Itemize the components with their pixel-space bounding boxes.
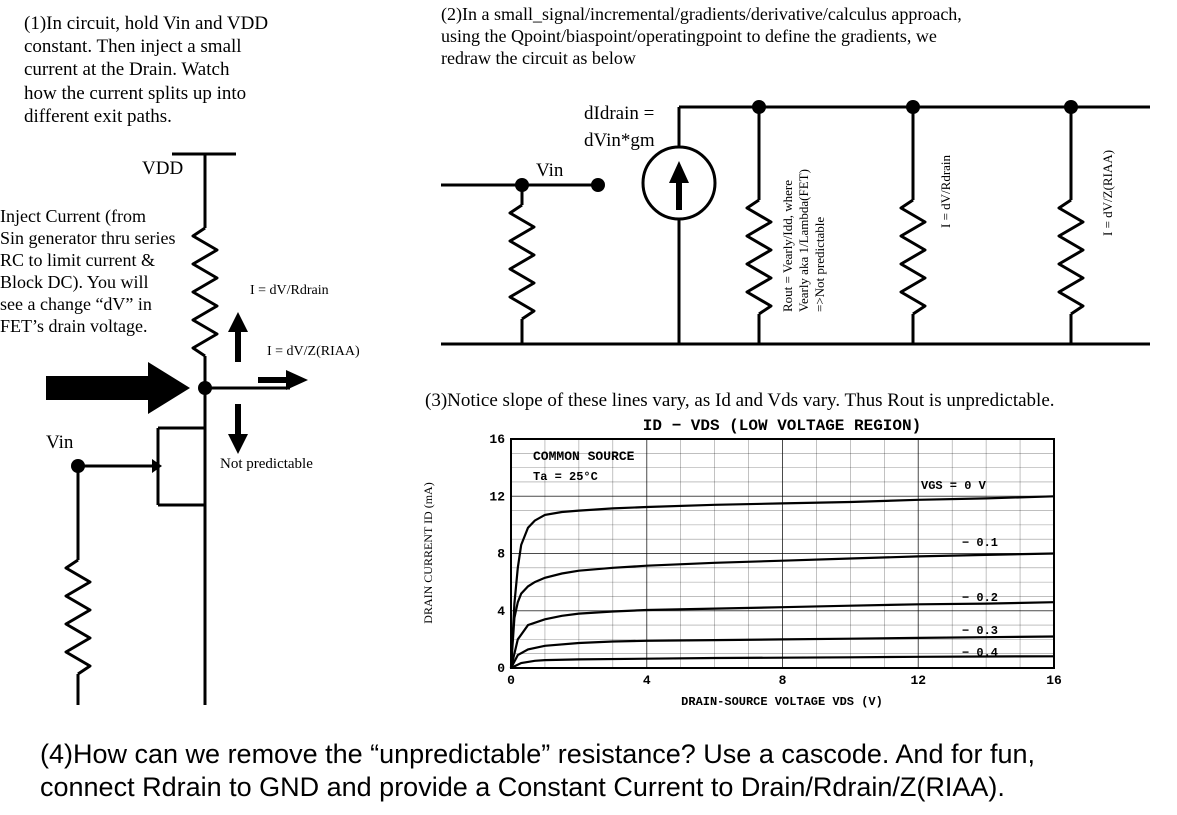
vdd-label: VDD (142, 158, 184, 179)
series-label: − 0.1 (962, 536, 998, 550)
riaa-node-dot (1064, 100, 1078, 114)
series-line (509, 601, 1055, 669)
x-tick-label: 8 (779, 673, 787, 688)
x-axis-label: DRAIN-SOURCE VOLTAGE VDS (V) (681, 695, 883, 709)
x-tick-label: 12 (910, 673, 926, 688)
inject-arrow-icon (46, 362, 190, 414)
drain-resistor (191, 226, 219, 358)
riaa-resistor (1057, 198, 1085, 316)
up-arrow-icon (228, 312, 248, 332)
source-arrow-icon (669, 161, 689, 183)
step3-note: (3)Notice slope of these lines vary, as … (425, 390, 1055, 411)
source-label-1: dIdrain = (584, 103, 655, 124)
right-arrow-icon (286, 370, 308, 390)
y-tick-label: 16 (489, 432, 505, 447)
gate-resistor (64, 558, 92, 676)
rout-label-1: Rout = Vearly/Idd, where (780, 180, 795, 312)
small-signal-vin-label: Vin (536, 160, 564, 181)
y-tick-label: 4 (497, 604, 505, 619)
y-tick-label: 0 (497, 661, 505, 676)
riaa-label: I = dV/Z(RIAA) (1100, 150, 1115, 236)
series-label: − 0.2 (962, 591, 998, 605)
x-tick-label: 4 (643, 673, 651, 688)
current-source-icon (641, 145, 717, 221)
series-label: − 0.3 (962, 624, 998, 638)
series-label: − 0.4 (962, 646, 998, 660)
rdrain-label: I = dV/Rdrain (938, 154, 953, 228)
left-i-rdrain-label: I = dV/Rdrain (250, 283, 329, 298)
left-i-riaa-label: I = dV/Z(RIAA) (267, 344, 360, 359)
source-arrow-shaft (676, 180, 682, 210)
ss-vin-resistor (508, 203, 536, 321)
up-arrow-shaft (235, 330, 241, 362)
x-tick-label: 0 (507, 673, 515, 688)
series-label: VGS = 0 V (921, 479, 987, 493)
rout-node-dot (752, 100, 766, 114)
x-tick-label: 16 (1046, 673, 1062, 688)
left-vin-label: Vin (46, 432, 74, 453)
rout-label-3: =>Not predictable (812, 217, 827, 312)
y-axis-label: DRAIN CURRENT ID (mA) (421, 482, 435, 623)
down-arrow-shaft (235, 404, 241, 436)
rdrain-resistor (899, 198, 927, 316)
rout-resistor (745, 198, 773, 316)
gate-node-dot (71, 459, 85, 473)
id-vds-chart: 0 4 8 12 16 0 4 8 12 16 ID − VDS (LOW VOLTAGE REGI… (421, 417, 1062, 709)
down-arrow-icon (228, 434, 248, 454)
step4-note: (4)How can we remove the “unpredictable”… (40, 739, 1036, 802)
drain-node-dot (198, 381, 212, 395)
series-line (509, 495, 1055, 669)
ss-vin-node-dot (515, 178, 529, 192)
inject-note: Inject Current (from Sin generator thru … (0, 206, 176, 336)
y-tick-label: 8 (497, 547, 505, 562)
chart-annotation-1: COMMON SOURCE (533, 449, 635, 464)
source-label-2: dVin*gm (584, 130, 655, 151)
rdrain-node-dot (906, 100, 920, 114)
gate-arrow-icon (152, 459, 162, 473)
y-tick-label: 12 (489, 489, 505, 504)
series-line (510, 655, 1055, 669)
series-line (509, 552, 1055, 669)
ss-vin-terminal-dot (591, 178, 605, 192)
series-line (510, 635, 1055, 669)
right-arrow-shaft (258, 377, 288, 383)
not-predictable-label: Not predictable (220, 456, 313, 472)
chart-annotation-2: Ta = 25°C (533, 470, 598, 484)
rout-label-2: Vearly aka 1/Lambda(FET) (796, 169, 811, 312)
chart-title: ID − VDS (LOW VOLTAGE REGION) (643, 417, 921, 435)
step1-note: (1)In circuit, hold Vin and VDD constant… (24, 13, 269, 127)
step2-note: (2)In a small_signal/incremental/gradien… (441, 4, 962, 68)
